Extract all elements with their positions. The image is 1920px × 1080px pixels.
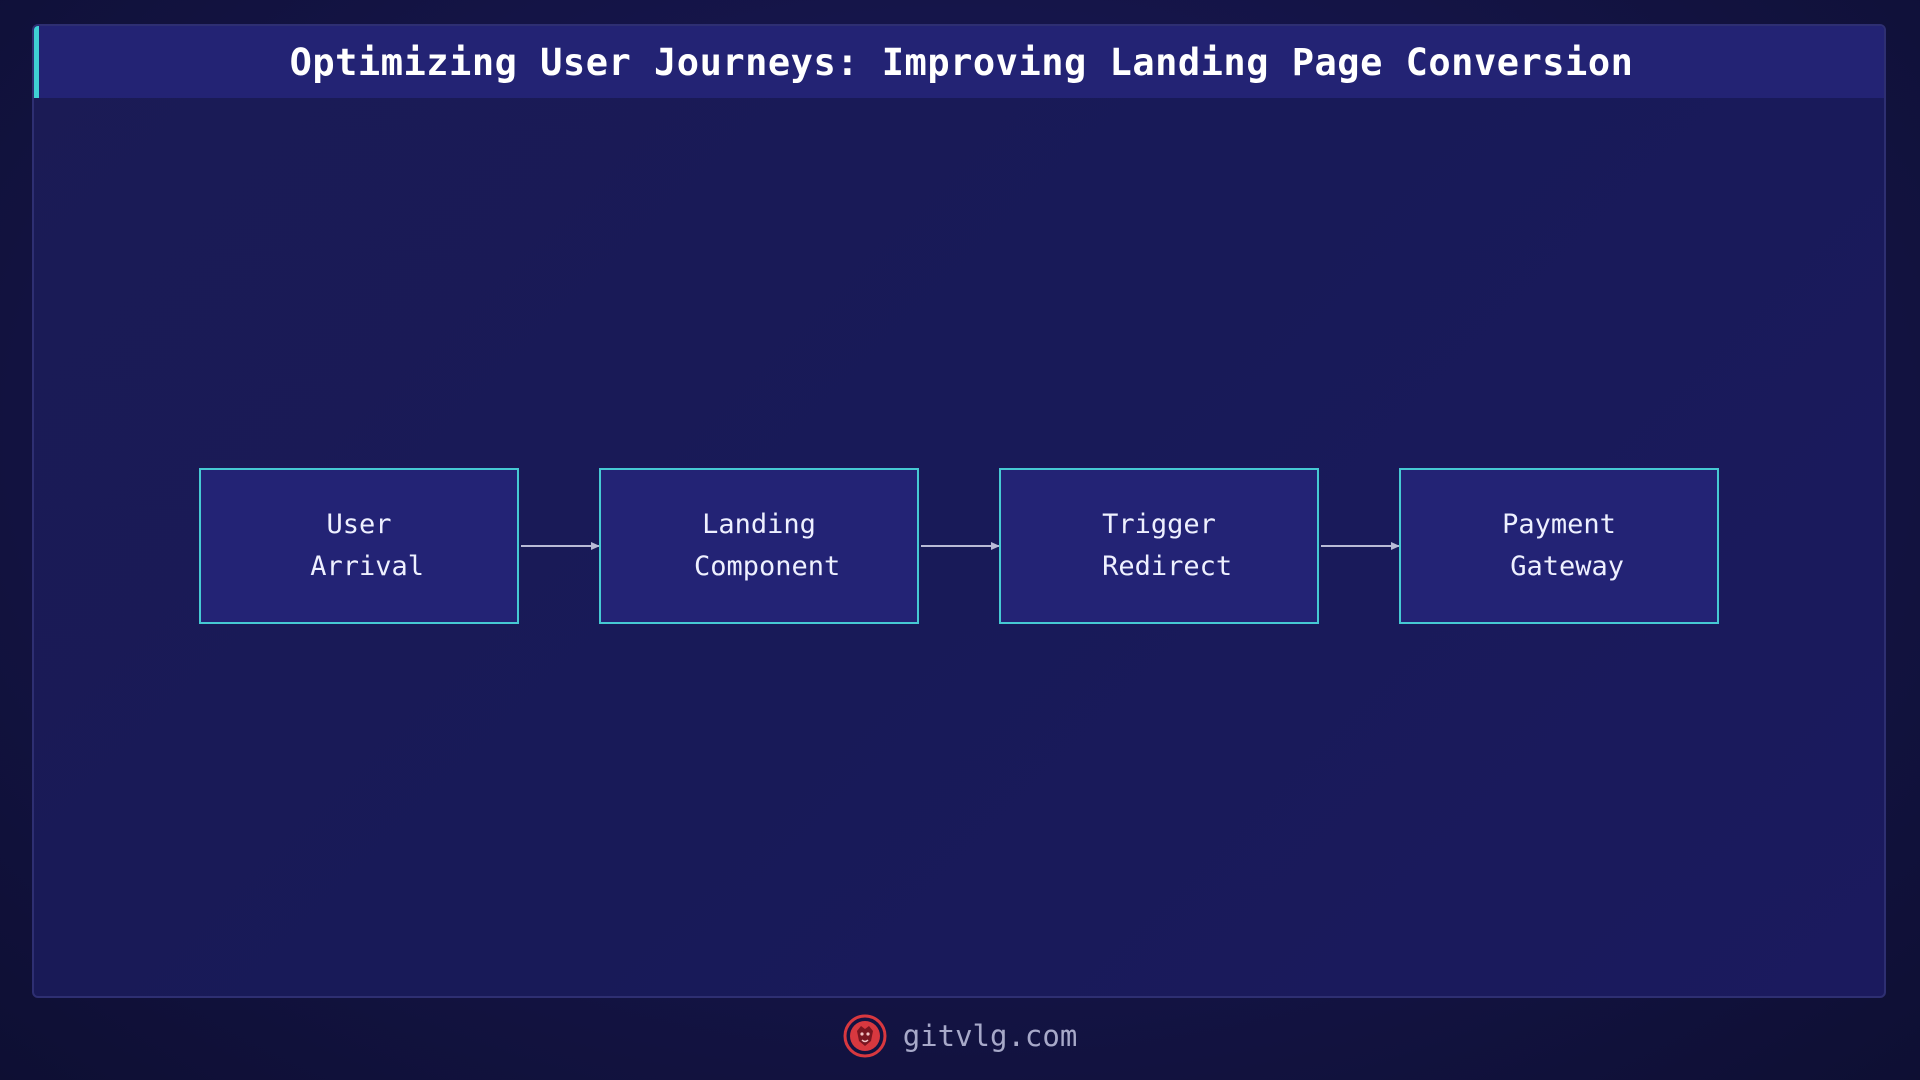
title-bar: Optimizing User Journeys: Improving Land… xyxy=(34,26,1884,98)
node-label-line2: Component xyxy=(677,551,841,582)
footer: gitvlg.com xyxy=(0,1008,1920,1064)
footer-site-link[interactable]: gitvlg.com xyxy=(902,1019,1078,1053)
node-user-arrival: User Arrival xyxy=(199,468,519,624)
node-label-line1: Payment xyxy=(1502,509,1616,540)
node-label-line2: Gateway xyxy=(1493,551,1625,582)
node-label-line2: Arrival xyxy=(293,551,425,582)
page-title: Optimizing User Journeys: Improving Land… xyxy=(289,40,1634,84)
lion-logo-icon xyxy=(843,1014,887,1058)
node-label-line1: Trigger xyxy=(1102,509,1216,540)
node-payment-gateway: Payment Gateway xyxy=(1399,468,1719,624)
node-label-line1: Landing xyxy=(702,509,816,540)
node-landing-component: Landing Component xyxy=(599,468,919,624)
node-label-line2: Redirect xyxy=(1085,551,1233,582)
node-label-line1: User xyxy=(326,509,392,540)
node-trigger-redirect: Trigger Redirect xyxy=(999,468,1319,624)
